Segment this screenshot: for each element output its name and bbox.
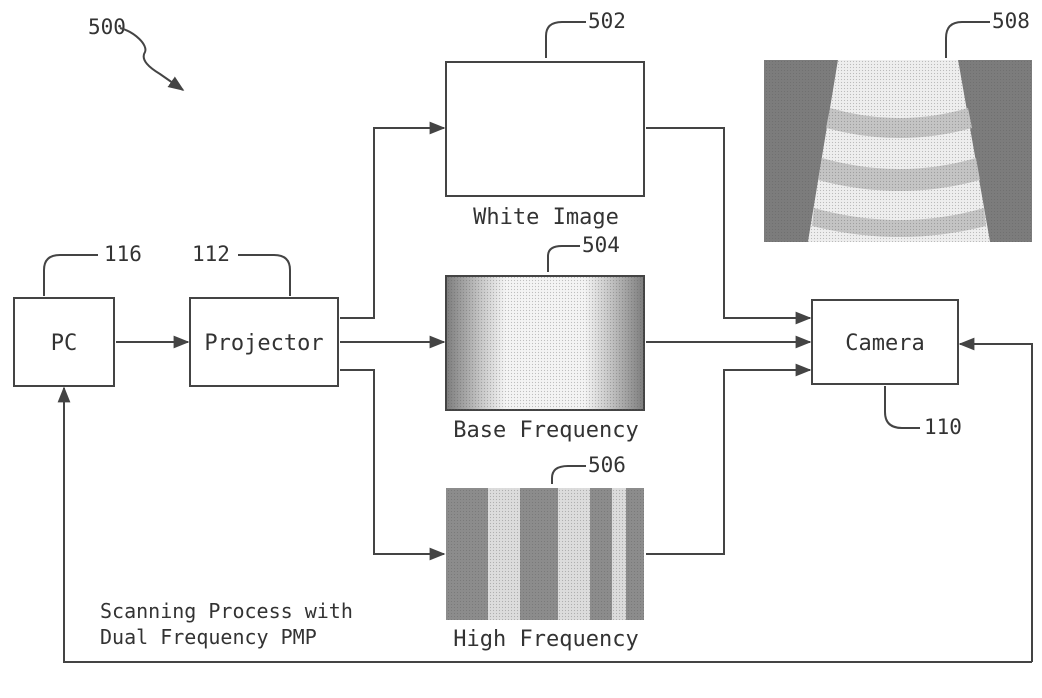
high-frequency-ref-leader [551, 465, 586, 484]
camera-label: Camera [845, 331, 924, 356]
feedback-loop-to-camera [958, 337, 1033, 662]
base-frequency-ref: 504 [582, 233, 620, 257]
caption-line-1: Scanning Process with [100, 599, 353, 623]
projector-label: Projector [204, 331, 323, 356]
pc-block: PC [13, 297, 115, 387]
feedback-loop-to-pc [57, 386, 1032, 663]
captured-ref: 508 [992, 9, 1030, 33]
white-image-ref: 502 [588, 9, 626, 33]
camera-ref: 110 [924, 415, 962, 439]
pc-label: PC [51, 331, 78, 356]
captured-ref-leader [945, 21, 990, 58]
projector-to-white-arrow [340, 121, 446, 319]
high-to-camera-arrow [646, 363, 812, 555]
base-frequency-ref-leader [547, 245, 580, 272]
projector-ref: 112 [192, 242, 230, 266]
camera-block: Camera [811, 299, 959, 385]
projector-block: Projector [189, 297, 339, 387]
white-image-ref-leader [545, 21, 586, 58]
figure-leader-line [119, 27, 185, 91]
figure-number: 500 [88, 15, 126, 39]
projector-ref-leader [238, 254, 291, 296]
white-to-camera-arrow [646, 127, 812, 325]
pc-ref-leader [43, 254, 98, 296]
high-frequency-ref: 506 [588, 453, 626, 477]
base-frequency-label: Base Frequency [453, 418, 638, 443]
projector-to-high-arrow [340, 369, 446, 561]
pc-ref: 116 [104, 242, 142, 266]
caption-line-2: Dual Frequency PMP [100, 625, 317, 649]
camera-ref-leader [884, 386, 920, 429]
high-frequency-label: High Frequency [453, 627, 638, 652]
high-frequency-pattern [446, 488, 644, 620]
captured-pattern-image [764, 60, 1032, 242]
base-frequency-pattern [445, 275, 645, 411]
white-image-pattern [445, 61, 645, 197]
white-image-label: White Image [473, 205, 619, 230]
